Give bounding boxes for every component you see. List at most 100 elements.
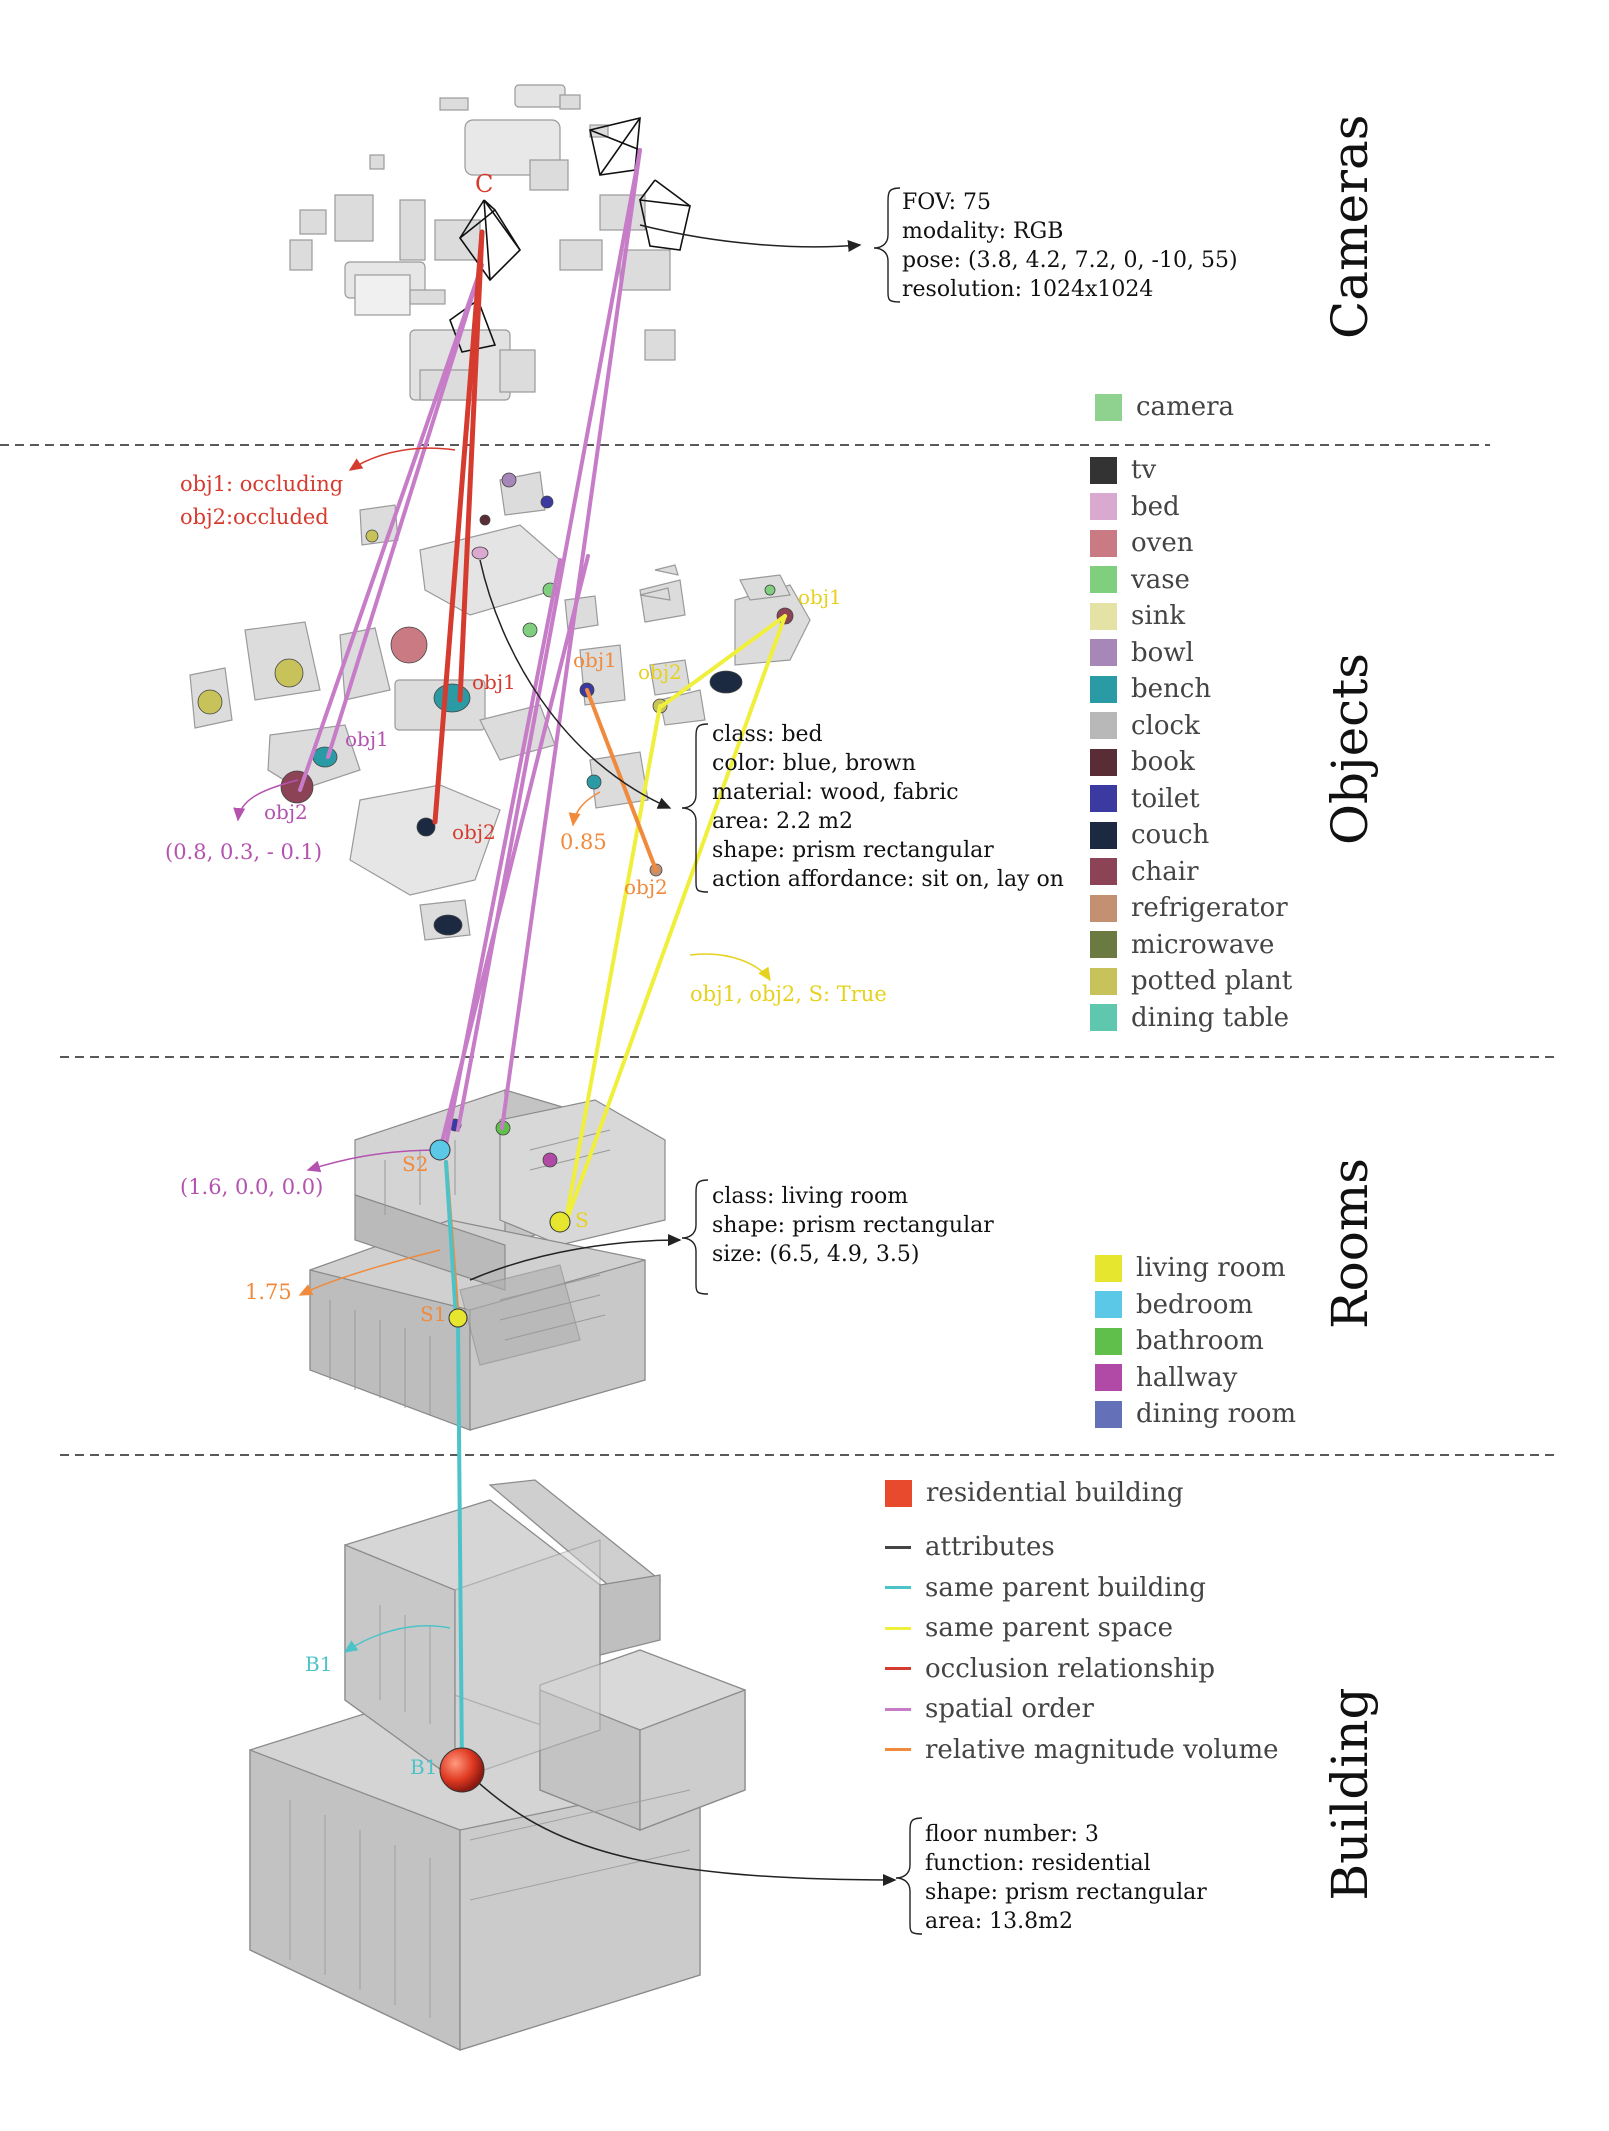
camera-layer-fragments [289,84,676,401]
object-area: area: 2.2 m2 [712,809,854,834]
legend-item-potted-plant: potted plant [1090,966,1292,996]
graph-nodes [429,1139,571,1793]
legend-line-swatch [885,1545,911,1549]
legend-swatch [1090,639,1117,666]
room-volume-label: 1.75 [245,1280,292,1304]
room-offset-label: (1.6, 0.0, 0.0) [180,1175,324,1199]
legend-swatch [1090,858,1117,885]
legend-label: same parent space [925,1613,1174,1643]
obj1-label-yellow: obj1 [798,585,842,609]
object-class: class: bed [712,722,823,747]
legend-label: bench [1131,674,1212,704]
legend-swatch [1090,566,1117,593]
legend-swatch [1090,785,1117,812]
legend-label: vase [1131,564,1190,595]
room-attributes: class: living room shape: prism rectangu… [712,1182,994,1269]
legend-item-spatial-order: spatial order [885,1694,1094,1724]
legend-swatch [1095,1291,1122,1318]
room-node-s1-label: S1 [420,1302,447,1326]
legend-item-clock: clock [1090,711,1200,741]
legend-swatch [1095,1364,1122,1391]
object-instances [197,472,794,936]
occlusion-edges [432,229,485,825]
building-floor: floor number: 3 [925,1822,1099,1847]
legend-item-same-parent-building: same parent building [885,1573,1206,1603]
obj2-label-left: obj2 [264,800,308,824]
object-shape: shape: prism rectangular [712,838,994,863]
camera-node-label: C [475,170,494,198]
occlusion-label-line1: obj1: occluding [180,472,344,496]
room-size: size: (6.5, 4.9, 3.5) [712,1242,920,1267]
legend-swatch [1095,393,1122,421]
legend-label: tv [1131,455,1157,485]
legend-label: spatial order [925,1694,1094,1724]
volume-ratio-label: 0.85 [560,830,607,854]
legend-item-vase: vase [1090,565,1190,595]
legend-label: dining room [1136,1399,1297,1429]
same-parent-building-edges [444,1160,464,1772]
legend-swatch [1090,821,1117,849]
legend-label: dining table [1131,1002,1289,1033]
building-attributes: floor number: 3 function: residential sh… [925,1820,1207,1936]
legend-item-residential-building: residential building [885,1478,1183,1508]
legend-item-attributes: attributes [885,1532,1055,1562]
object-color: color: blue, brown [712,751,916,776]
legend-label: book [1131,747,1195,777]
legend-item-chair: chair [1090,857,1199,887]
camera-modality: modality: RGB [902,219,1064,244]
legend-label: clock [1131,710,1200,741]
obj1-label-orange: obj1 [573,648,617,672]
legend-label: living room [1136,1253,1286,1283]
annotation-arrows [233,224,897,1886]
building-shape: shape: prism rectangular [925,1880,1207,1905]
legend-label: hallway [1136,1362,1238,1393]
obj1-label-left: obj1 [345,727,389,751]
legend-swatch [1090,493,1117,520]
obj2-label-center: obj2 [452,820,496,844]
attribute-braces [681,187,923,1935]
rooms-mesh [309,1089,666,1431]
section-title-cameras: Cameras [1321,114,1379,339]
legend-label: bed [1131,491,1180,522]
legend-item-bedroom: bedroom [1095,1290,1253,1320]
building-b1-left-label: B1 [305,1652,333,1676]
legend-label: bedroom [1136,1289,1254,1320]
legend-item-dining-table: dining table [1090,1003,1289,1033]
legend-label: relative magnitude volume [925,1734,1279,1765]
legend-item-toilet: toilet [1090,784,1200,814]
legend-swatch [1090,967,1117,995]
legend-item-living-room: living room [1095,1253,1286,1283]
legend-label: same parent building [925,1572,1206,1603]
building-area: area: 13.8m2 [925,1909,1074,1934]
legend-swatch [1095,1400,1122,1428]
legend-item-book: book [1090,747,1195,777]
legend-swatch [885,1479,912,1507]
legend-swatch [1090,1004,1117,1031]
same-space-label: obj1, obj2, S: True [690,982,887,1006]
legend-item-bowl: bowl [1090,638,1194,668]
legend-swatch [1090,602,1117,630]
legend-item-bench: bench [1090,674,1211,704]
legend-swatch [1090,748,1117,776]
legend-label: residential building [926,1478,1184,1508]
legend-line-swatch [885,1748,911,1751]
legend-label: bowl [1131,637,1194,668]
legend-item-occlusion-relationship: occlusion relationship [885,1654,1215,1684]
legend-item-same-parent-space: same parent space [885,1613,1173,1643]
section-dividers [0,444,1555,1456]
legend-swatch [1090,931,1117,958]
legend-label: oven [1131,528,1194,558]
room-shape: shape: prism rectangular [712,1213,994,1238]
building-function: function: residential [925,1851,1151,1876]
legend-item-bathroom: bathroom [1095,1326,1264,1356]
spatial-offset-label: (0.8, 0.3, - 0.1) [165,840,323,864]
legend-label: bathroom [1136,1326,1264,1356]
legend-swatch [1095,1327,1122,1355]
legend-label: couch [1131,820,1210,850]
legend-swatch [1090,712,1117,739]
legend-label: occlusion relationship [925,1653,1215,1684]
legend-label: refrigerator [1131,893,1288,923]
same-parent-space-edges [563,614,787,1227]
legend-swatch [1090,456,1117,484]
